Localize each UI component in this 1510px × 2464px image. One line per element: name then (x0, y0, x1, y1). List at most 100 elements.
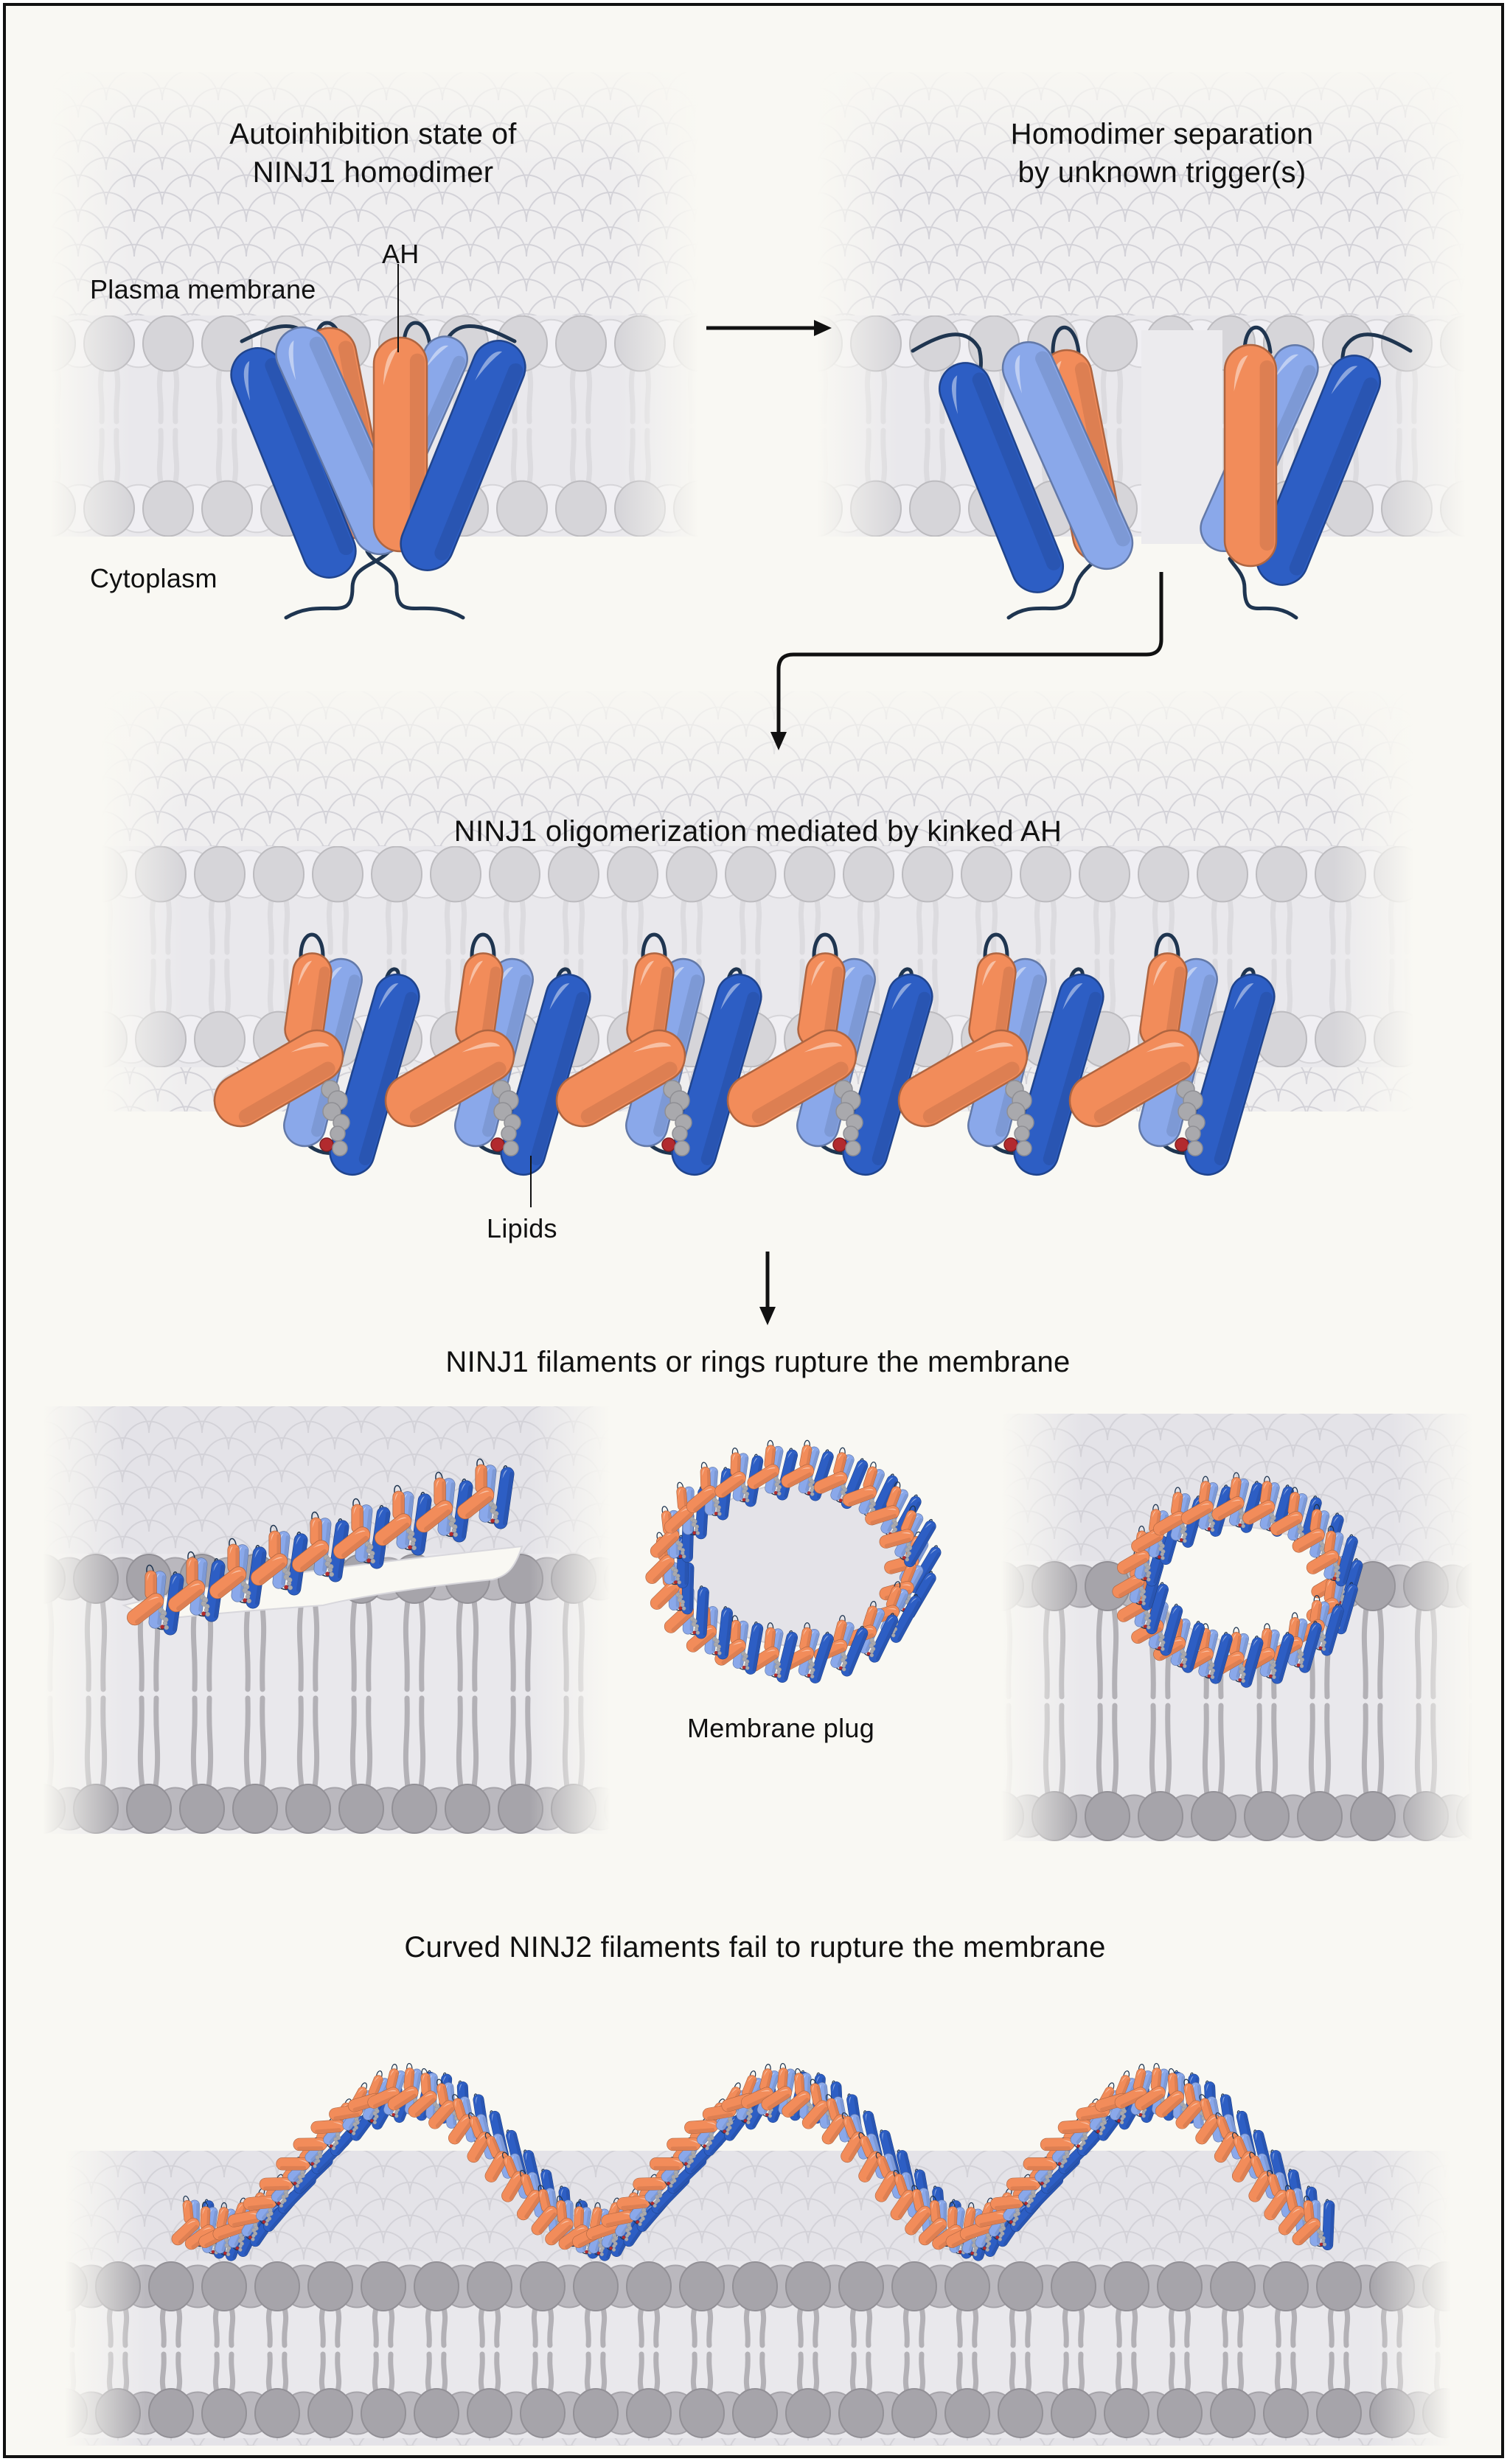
lipid-head (489, 846, 540, 903)
lipid-molecule (488, 1501, 499, 1524)
helix-body (1211, 1496, 1245, 1521)
lipid-head-blob (411, 1545, 417, 1551)
helix-shadow (1294, 1495, 1300, 1514)
loop (299, 932, 325, 959)
helix-orange-kinked-ah (251, 1553, 288, 1586)
helix-highlight (739, 1622, 743, 1630)
helix-shadow (907, 1514, 916, 1532)
helix-highlight (1180, 1620, 1186, 1627)
helix-orange-kinked-ah (879, 1529, 914, 1549)
helix-orange-short (455, 952, 504, 1050)
helix-orange-kinked-ah (227, 2210, 262, 2227)
edge-fade-top (102, 691, 1414, 809)
helix-highlight (732, 1642, 742, 1646)
loop (677, 1481, 684, 1490)
lipid-head-blob (745, 1666, 750, 1670)
helix-body (555, 1029, 686, 1128)
helix-shadow (1217, 1638, 1232, 1682)
helix-highlight (633, 1042, 672, 1053)
helix-shadow (1276, 1519, 1301, 1535)
loop (1291, 1612, 1298, 1619)
ninj1-protomer (1131, 1595, 1183, 1656)
lipid-molecule (1207, 1512, 1215, 1532)
lipid-head-outline (761, 383, 817, 413)
helix-shadow (1214, 991, 1273, 1165)
helix-highlight (1146, 1042, 1185, 1053)
helix-highlight (801, 1650, 811, 1652)
helix-dark-blue (1013, 974, 1104, 1176)
helix-shadow (194, 1560, 198, 1583)
lipid-tail (992, 1706, 995, 1801)
helix-shadow (770, 1630, 776, 1650)
helix-body (904, 1521, 936, 1568)
lipid-head (179, 1784, 225, 1834)
helix-shadow (1267, 1631, 1272, 1650)
lipid-head (666, 846, 717, 903)
helix-highlight (461, 1483, 466, 1493)
lipid-head-outline (1445, 2446, 1498, 2458)
lipid-head (520, 2261, 566, 2311)
lipid-tail (1202, 1703, 1211, 1804)
lipid-head (1316, 2388, 1362, 2438)
lipid-head-outline (1234, 1106, 1267, 1111)
lipid-head (520, 2388, 566, 2438)
edge-fade-right (1370, 2151, 1451, 2446)
helix-body (869, 1614, 898, 1663)
loop (376, 2070, 383, 2078)
helix-highlight (469, 960, 484, 986)
lipid-head-outline (1001, 1664, 1002, 1671)
helix-dark-blue (1271, 1633, 1295, 1684)
lipid-head-outline (50, 128, 51, 136)
ninj1-protomer (1180, 1623, 1233, 1684)
ninj1-filament (127, 1458, 515, 1636)
helix-highlight (732, 1622, 736, 1629)
helix-shadow (1312, 1557, 1337, 1574)
helix-highlight (1298, 1620, 1303, 1627)
helix-highlight (444, 1480, 449, 1490)
helix-orange-kinked-ah (375, 1513, 412, 1546)
helix-highlight (1172, 1514, 1183, 1517)
lipid-head-outline (509, 2444, 523, 2446)
lipid-head-blob (845, 1140, 861, 1156)
lipid-head (312, 846, 363, 903)
helix-body (865, 1505, 900, 1526)
helix-dark-blue (776, 1631, 799, 1683)
lipid-tail (1361, 1599, 1370, 1700)
ninj1-monomer-left (911, 326, 1134, 620)
lipid-head-outline (50, 163, 51, 170)
loop (869, 1600, 877, 1608)
helix-highlight (1263, 1483, 1267, 1490)
lipid-head (1051, 2261, 1096, 2311)
lipid-head (548, 846, 599, 903)
lipid-head (148, 2261, 194, 2311)
helix-highlight (801, 1467, 811, 1470)
lipid-tail (205, 1695, 214, 1796)
helix-shadow (671, 1612, 693, 1632)
lipid-head (445, 1784, 490, 1834)
lipid-tail-blob (1335, 1574, 1340, 1578)
lipid-head-outline (43, 1557, 44, 1565)
loop (804, 1622, 810, 1629)
lipid-head-blob (329, 1571, 334, 1577)
helix-body (1001, 341, 1134, 570)
helix-orange-short (1198, 1481, 1211, 1506)
helix-highlight (353, 1507, 357, 1515)
helix-highlight (1200, 1503, 1210, 1507)
lipid-head (201, 2261, 247, 2311)
lipid-tail-blob (1146, 1622, 1150, 1626)
helix-orange-kinked-ah (686, 1485, 717, 1513)
lipid-head-outline (1001, 1466, 1002, 1473)
helix-highlight (188, 1560, 192, 1568)
helix-orange-kinked-ah (416, 1500, 453, 1533)
helix-highlight (333, 2122, 342, 2126)
helix-shadow (276, 1534, 280, 1557)
lipid-head-outline (46, 933, 102, 963)
helix-orange-kinked-ah (781, 1464, 815, 1488)
lipid-head (430, 846, 481, 903)
loop (229, 1538, 237, 1546)
helix-highlight (661, 1557, 670, 1563)
lipid-head-outline (403, 2444, 417, 2446)
helix-orange-short (886, 1585, 902, 1610)
helix-shadow (689, 1566, 694, 1611)
lipid-head-blob (264, 2222, 269, 2227)
